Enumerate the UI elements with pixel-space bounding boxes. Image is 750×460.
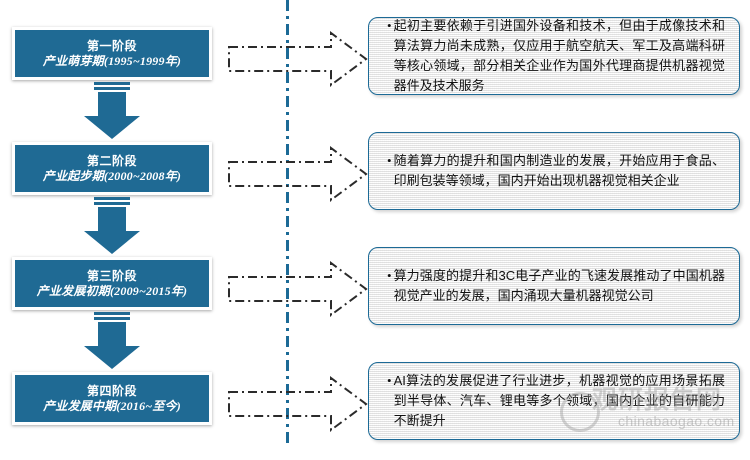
right-arrow-connector-2 xyxy=(228,146,368,202)
down-arrow-icon-3 xyxy=(84,312,140,369)
description-box-4[interactable]: • AI算法的发展促进了行业进步，机器视觉的应用场景拓展到半导体、汽车、锂电等多… xyxy=(368,362,740,440)
stage-title-4: 第四阶段 xyxy=(86,383,137,398)
stage-box-1[interactable]: 第一阶段 产业萌芽期(1995~1999年) xyxy=(12,27,212,80)
stage-row-1: 第一阶段 产业萌芽期(1995~1999年) • 起初主要依赖于引进国外设备和技… xyxy=(0,0,750,139)
description-text-2: 随着算力的提升和国内制造业的发展，开始应用于食品、印刷包装等领域，国内开始出现机… xyxy=(393,152,725,188)
stage-title-1: 第一阶段 xyxy=(86,38,137,53)
down-arrow-icon-1 xyxy=(84,82,140,139)
description-box-1[interactable]: • 起初主要依赖于引进国外设备和技术，但由于成像技术和算法算力尚未成熟，仅应用于… xyxy=(368,17,740,95)
description-text-1: 起初主要依赖于引进国外设备和技术，但由于成像技术和算法算力尚未成熟，仅应用于航空… xyxy=(393,17,725,94)
description-text-3: 算力强度的提升和3C电子产业的飞速发展推动了中国机器视觉产业的发展，国内涌现大量… xyxy=(393,267,725,303)
stage-row-4: 第四阶段 产业发展中期(2016~至今) • AI算法的发展促进了行业进步，机器… xyxy=(0,345,750,460)
stage-subtitle-4: 产业发展中期(2016~至今) xyxy=(43,398,181,413)
vertical-dash-dot-divider xyxy=(286,0,289,443)
description-box-3[interactable]: • 算力强度的提升和3C电子产业的飞速发展推动了中国机器视觉产业的发展，国内涌现… xyxy=(368,247,740,325)
down-arrow-icon-2 xyxy=(84,197,140,254)
description-text-4: AI算法的发展促进了行业进步，机器视觉的应用场景拓展到半导体、汽车、锂电等多个领… xyxy=(393,372,725,429)
right-arrow-connector-1 xyxy=(228,31,368,87)
stage-row-3: 第三阶段 产业发展初期(2009~2015年) • 算力强度的提升和3C电子产业… xyxy=(0,230,750,369)
right-arrow-connector-3 xyxy=(228,261,368,317)
description-box-2[interactable]: • 随着算力的提升和国内制造业的发展，开始应用于食品、印刷包装等领域，国内开始出… xyxy=(368,132,740,210)
bullet-icon-1: • xyxy=(387,17,392,33)
right-arrow-connector-4 xyxy=(228,376,368,432)
stage-subtitle-3: 产业发展初期(2009~2015年) xyxy=(36,283,188,298)
bullet-icon-2: • xyxy=(387,152,392,168)
stage-title-2: 第二阶段 xyxy=(86,153,137,168)
stage-subtitle-1: 产业萌芽期(1995~1999年) xyxy=(42,53,182,68)
stage-box-4[interactable]: 第四阶段 产业发展中期(2016~至今) xyxy=(12,372,212,425)
bullet-icon-3: • xyxy=(387,267,392,283)
stage-subtitle-2: 产业起步期(2000~2008年) xyxy=(42,168,182,183)
bullet-icon-4: • xyxy=(387,372,392,388)
stage-box-2[interactable]: 第二阶段 产业起步期(2000~2008年) xyxy=(12,142,212,195)
diagram-canvas: 第一阶段 产业萌芽期(1995~1999年) • 起初主要依赖于引进国外设备和技… xyxy=(0,0,750,443)
stage-row-2: 第二阶段 产业起步期(2000~2008年) • 随着算力的提升和国内制造业的发… xyxy=(0,115,750,254)
stage-title-3: 第三阶段 xyxy=(86,268,137,283)
stage-box-3[interactable]: 第三阶段 产业发展初期(2009~2015年) xyxy=(12,257,212,310)
